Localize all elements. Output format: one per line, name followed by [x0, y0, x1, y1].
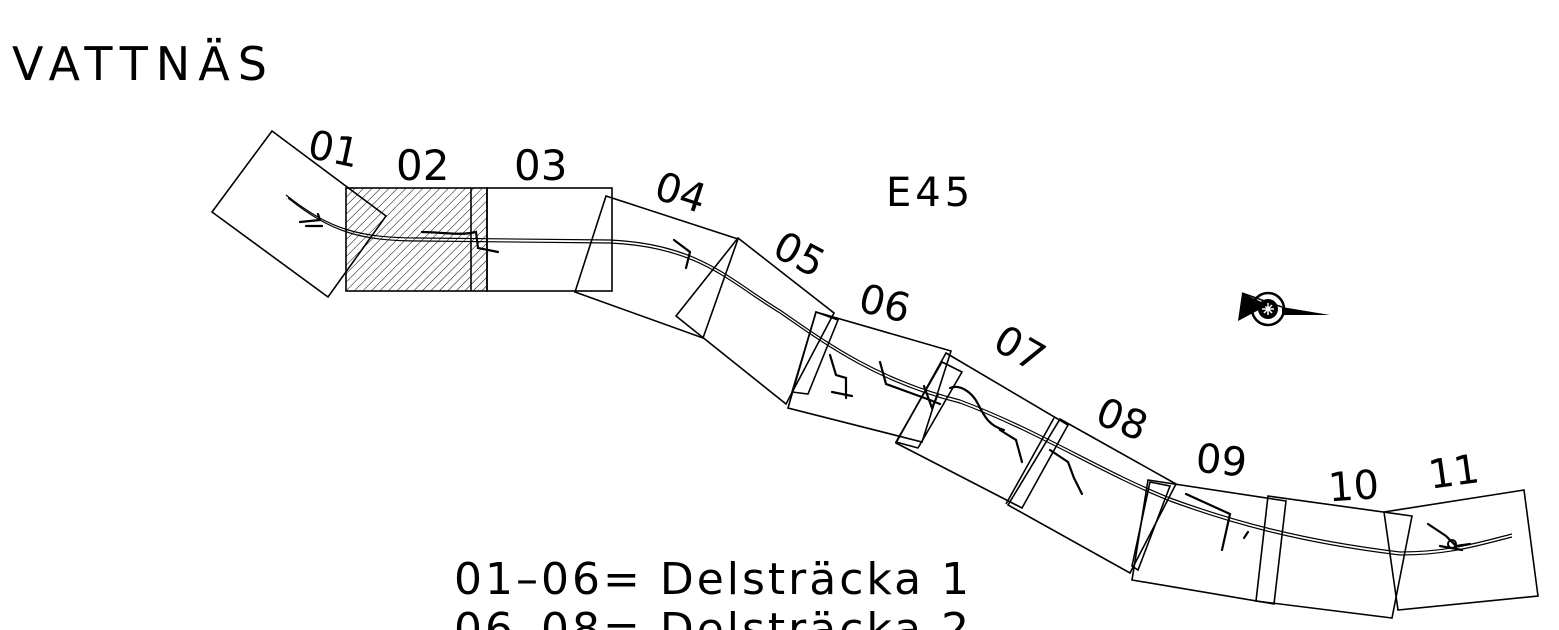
frame-02-hatched[interactable] — [345, 187, 488, 292]
north-arrow-icon — [1238, 291, 1330, 327]
frame-09-overlap — [1131, 481, 1172, 572]
section-label-07: 07 — [986, 317, 1053, 382]
section-label-09: 09 — [1194, 436, 1249, 487]
frame-11[interactable] — [1383, 489, 1539, 611]
section-label-10: 10 — [1327, 462, 1381, 511]
legend-line-2: 06–08= Delsträcka 2 — [454, 604, 972, 630]
road-centerline — [285, 194, 1513, 556]
frame-07-split — [1005, 417, 1055, 505]
map-title: VATTNÄS — [12, 37, 275, 91]
legend-line-1: 01–06= Delsträcka 1 — [454, 554, 972, 605]
section-label-11: 11 — [1425, 446, 1482, 499]
frame-07[interactable] — [894, 351, 1070, 510]
section-frames — [210, 129, 1539, 619]
section-label-01: 01 — [304, 122, 363, 178]
frame-08[interactable] — [1006, 417, 1178, 575]
frame-05-overlap — [790, 310, 840, 395]
section-label-06: 06 — [854, 276, 915, 333]
frame-10[interactable] — [1255, 495, 1413, 619]
section-label-04: 04 — [649, 164, 712, 223]
road-label: E45 — [886, 170, 974, 216]
legend: 01–06= Delsträcka 1 06–08= Delsträcka 2 — [454, 554, 972, 630]
frame-06-overlap — [894, 360, 964, 449]
junction-node — [1447, 539, 1457, 549]
section-label-02: 02 — [396, 141, 449, 190]
section-label-03: 03 — [514, 141, 567, 190]
section-label-05: 05 — [766, 223, 833, 288]
road-details — [298, 212, 1472, 552]
frame-05[interactable] — [674, 236, 836, 406]
